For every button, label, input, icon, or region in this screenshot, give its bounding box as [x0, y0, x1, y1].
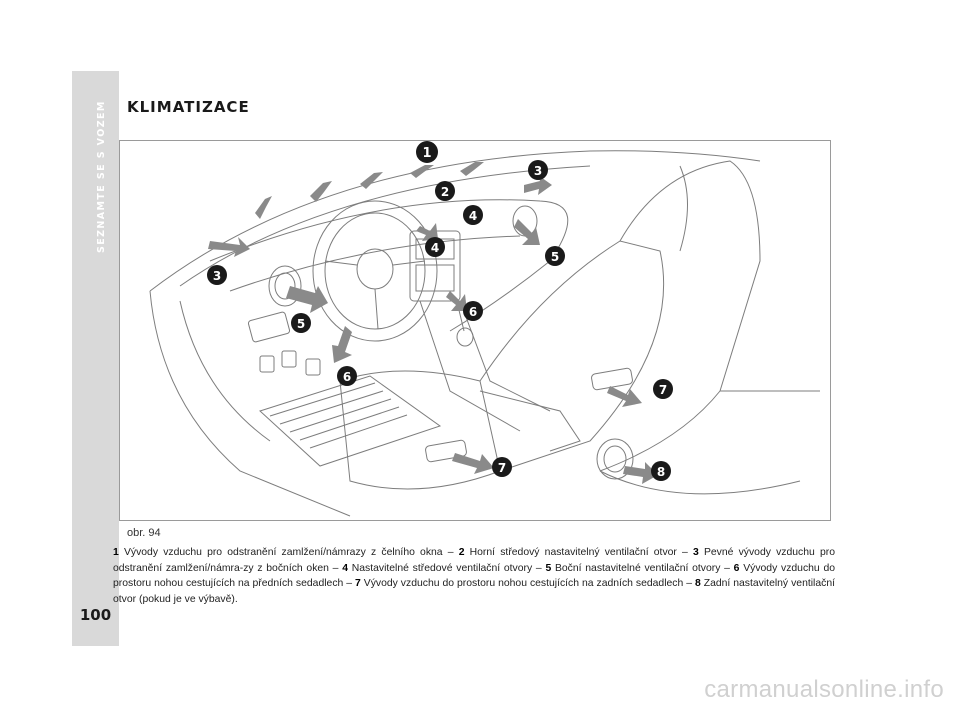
callout-5-right: 5: [545, 246, 565, 266]
svg-text:5: 5: [297, 317, 305, 331]
callout-1: 1: [416, 141, 438, 163]
caption-text: Vývody vzduchu do prostoru nohou cestují…: [113, 562, 836, 590]
page-number: 100: [79, 606, 112, 624]
callout-3-left: 3: [207, 265, 227, 285]
caption-num: 7: [355, 578, 361, 590]
callout-3-right: 3: [528, 160, 548, 180]
svg-text:7: 7: [659, 383, 667, 397]
svg-text:4: 4: [469, 209, 477, 223]
svg-text:3: 3: [534, 164, 542, 178]
caption-text: Boční nastavitelné ventilační otvory –: [551, 562, 734, 574]
callout-6-left: 6: [337, 366, 357, 386]
caption-num: 2: [458, 547, 465, 558]
caption-text: Vývody vzduchu pro odstranění zamlžení/n…: [118, 547, 459, 558]
caption-text: Zadní nastavitelný ventilační otvor (pok…: [113, 578, 835, 606]
caption-text: Vývody vzduchu do prostoru nohou cestují…: [360, 578, 695, 590]
svg-text:6: 6: [469, 305, 477, 319]
callout-4-upper: 4: [463, 205, 483, 225]
sidebar-band: [72, 71, 119, 646]
svg-text:2: 2: [441, 185, 449, 199]
callout-2: 2: [435, 181, 455, 201]
page-title: KLIMATIZACE: [127, 98, 250, 116]
airflow-arrows: [208, 162, 658, 484]
svg-text:6: 6: [343, 370, 351, 384]
caption-num: 8: [694, 578, 701, 590]
caption-num: 5: [545, 562, 552, 574]
callout-5-left: 5: [291, 313, 311, 333]
callout-7-left: 7: [492, 457, 512, 477]
figure-caption: 1 Vývody vzduchu pro odstranění zamlžení…: [113, 545, 835, 608]
watermark: carmanualsonline.info: [704, 676, 944, 703]
svg-text:7: 7: [498, 461, 506, 475]
caption-text: Horní středový nastavitelný ventilační o…: [464, 547, 693, 558]
callout-6-right: 6: [463, 301, 483, 321]
callout-4-lower: 4: [425, 237, 445, 257]
caption-text: Nastavitelné středové ventilační otvory …: [348, 562, 546, 574]
callout-8: 8: [651, 461, 671, 481]
car-interior-illustration: 1 2 3 3 4 4 5 5 6 6 7 7 8: [119, 140, 831, 521]
svg-text:1: 1: [422, 146, 431, 161]
svg-text:8: 8: [657, 465, 665, 479]
ventilation-diagram: 1 2 3 3 4 4 5 5 6 6 7 7 8: [149, 141, 820, 517]
svg-text:4: 4: [431, 241, 439, 255]
figure-label: obr. 94: [127, 527, 161, 539]
caption-text: Pevné vývody vzduchu pro odstranění zaml…: [113, 547, 835, 574]
callout-markers: 1 2 3 3 4 4 5 5 6 6 7 7 8: [207, 141, 673, 481]
caption-num: 6: [733, 562, 740, 574]
callout-7-right: 7: [653, 379, 673, 399]
svg-text:5: 5: [551, 250, 559, 264]
caption-num: 3: [693, 547, 699, 558]
caption-num: 4: [342, 562, 348, 574]
section-title: SEZNAMTE SE S VOZEM: [96, 100, 107, 253]
svg-text:3: 3: [213, 269, 221, 283]
caption-num: 1: [113, 547, 119, 558]
